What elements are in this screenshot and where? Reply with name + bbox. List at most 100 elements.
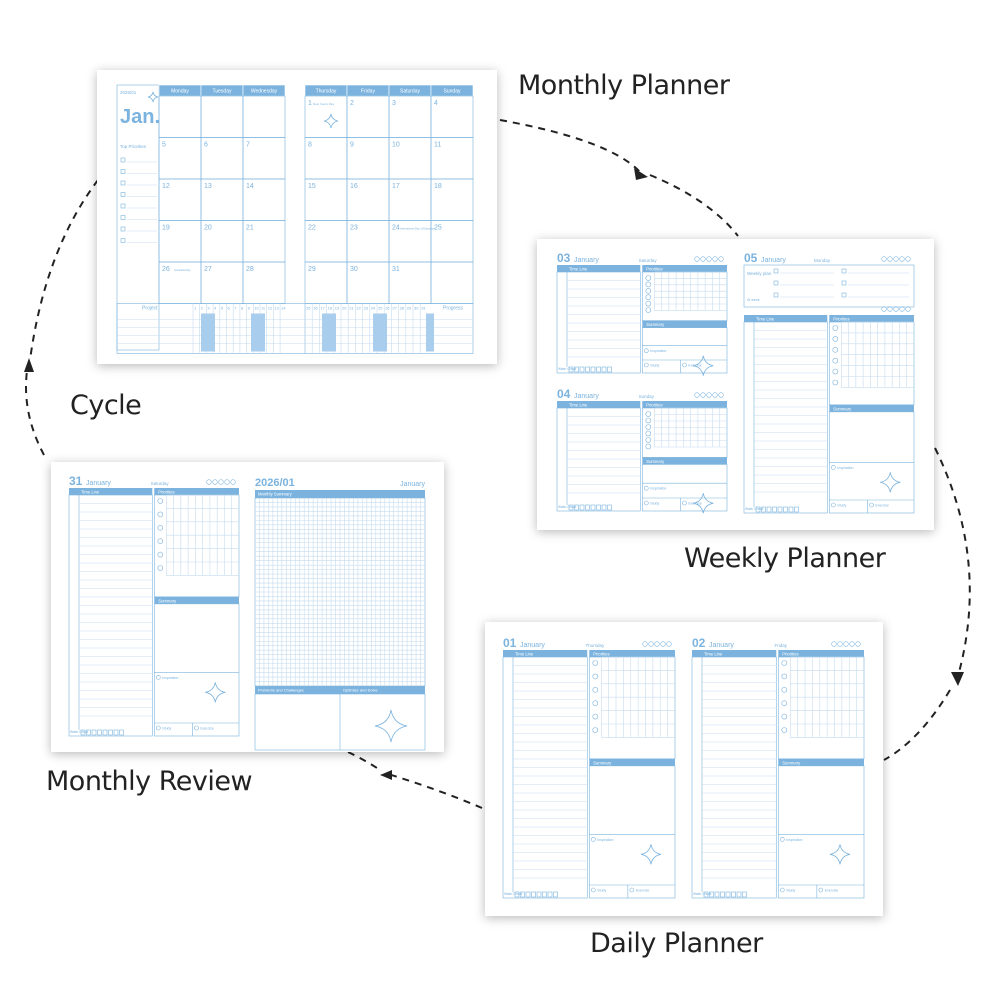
review-day-31-summary-title: Summary xyxy=(158,598,177,603)
monthly-progress-bar xyxy=(373,313,387,352)
review-day-31-mood-icon xyxy=(206,479,212,485)
monthly-scale-num: 19 xyxy=(335,306,340,311)
daily-day-01-water-cup xyxy=(553,891,558,898)
daily-day-02-water-cup xyxy=(736,891,742,898)
weekly-day-03-exercise-label: Exercise xyxy=(688,364,701,368)
weekly-p3-body-priority-check xyxy=(832,379,839,386)
weekly-day-03-priority-check xyxy=(645,300,652,307)
weekly-p3-body-water-cup xyxy=(755,506,761,513)
review-day-31-water-label: Water Check xyxy=(70,730,89,734)
review-summary-header xyxy=(255,490,425,498)
monthly-priority-box xyxy=(120,192,126,197)
monthly-date-num: 5 xyxy=(162,142,166,149)
label-daily-planner: Daily Planner xyxy=(590,928,763,959)
monthly-date-num: 11 xyxy=(434,142,441,149)
monthly-date-num: 18 xyxy=(434,183,442,190)
weekly-day-04-mood-icon xyxy=(712,392,718,398)
weekly-p3-body-inspiration-icon xyxy=(830,465,836,470)
daily-day-01-priorities-header xyxy=(589,650,675,657)
weekly-plan-check xyxy=(841,280,847,286)
label-weekly-planner: Weekly Planner xyxy=(684,543,886,574)
monthly-date-num: 15 xyxy=(308,183,316,190)
weekly-day-04-summary-box xyxy=(642,464,728,512)
weekly-p3-body-priorities-title: Priorities xyxy=(833,317,849,322)
monthly-scale-num: 22 xyxy=(356,306,361,311)
weekly-p3-body-mood-icon xyxy=(893,306,899,312)
arrowhead-weekly xyxy=(634,168,648,180)
monthly-date-num: 25 xyxy=(434,225,442,232)
daily-day-02-water-label: Water Check xyxy=(693,892,712,896)
review-day-31-exercise-icon xyxy=(194,725,199,731)
weekly-day-04-exercise-label: Exercise xyxy=(688,502,701,506)
weekly-day-03-priority-check xyxy=(645,275,652,281)
monthly-scale-num: 27 xyxy=(392,306,397,311)
daily-day-01-day-num: 01 xyxy=(503,636,517,650)
monthly-firework-icon xyxy=(323,113,339,129)
monthly-date-num: 10 xyxy=(392,142,400,149)
weekly-day-03-mood-icon xyxy=(706,256,712,262)
arrowhead-daily xyxy=(951,672,964,686)
weekly-day-04-mood-icon xyxy=(718,392,724,398)
daily-day-01-summary-box xyxy=(588,765,676,899)
monthly-scale-num: 9 xyxy=(248,306,251,311)
daily-day-01-weekday: Thursday xyxy=(586,643,606,648)
weekly-p3-body-mood-icon xyxy=(887,306,893,312)
daily-day-01-summary-header xyxy=(589,758,675,766)
weekly-day-03-study-label: Study xyxy=(650,364,659,368)
monthly-day-name: Sunday xyxy=(444,89,461,95)
weekly-day-04-priorities-header xyxy=(642,401,727,408)
daily-day-01-mood-icon xyxy=(654,641,660,647)
monthly-scale-num: 15 xyxy=(306,306,311,311)
monthly-scale-num: 16 xyxy=(313,306,318,311)
daily-day-02-water-cup xyxy=(709,891,714,898)
weekly-plan-check xyxy=(841,268,847,274)
arrow-monthly-to-weekly xyxy=(499,119,641,173)
monthly-progress-bar xyxy=(201,313,215,352)
review-day-31-inspiration-icon xyxy=(156,675,161,680)
weekly-p3-body-water-cup xyxy=(794,506,799,513)
daily-day-02-mood-icon xyxy=(831,641,837,647)
monthly-scale-num: 6 xyxy=(228,306,231,311)
review-day-31-priority-check xyxy=(157,538,164,544)
review-day-31-summary-header xyxy=(154,596,239,604)
weekly-p3-mood-icon xyxy=(905,256,911,262)
weekly-p3-body-water-cup xyxy=(772,506,777,513)
monthly-date-num: 28 xyxy=(246,266,254,273)
monthly-date-num: 21 xyxy=(246,225,254,232)
weekly-day-04-inspiration-icon xyxy=(644,485,649,491)
review-sparkle-icon xyxy=(374,709,408,743)
arrow-weekly-left xyxy=(649,174,739,237)
daily-day-01-mood-icon xyxy=(642,641,648,647)
review-day-31-weekday: Saturday xyxy=(151,481,170,486)
daily-day-01-mood-icon xyxy=(666,641,672,647)
monthly-date-num: 20 xyxy=(204,225,212,232)
daily-day-01-timeline-box xyxy=(502,656,588,899)
weekly-p3-body-water-label: Water Check xyxy=(745,507,764,511)
monthly-date-cell xyxy=(430,261,474,304)
weekly-day-04-month: January xyxy=(574,393,599,400)
monthly-date-num: 26 xyxy=(162,266,170,273)
weekly-day-03-water-cup xyxy=(568,366,574,373)
daily-day-02-water-cup xyxy=(725,891,731,898)
monthly-date-num: 31 xyxy=(392,266,400,273)
weekly-p3-body-sparkle-icon xyxy=(880,472,901,493)
monthly-holiday-australia: Australia Day xyxy=(174,268,191,272)
daily-day-02-mood-icon xyxy=(843,641,849,647)
monthly-scale-num: 11 xyxy=(261,306,266,311)
daily-day-02-priority-check xyxy=(781,713,788,720)
daily-day-01-timeline-title: Time Line xyxy=(515,652,534,657)
weekly-day-04-priority-check xyxy=(645,437,652,443)
daily-day-02-sparkle-icon xyxy=(829,844,851,865)
weekly-day-04-water-cup xyxy=(585,504,590,511)
daily-day-02-inspiration-icon xyxy=(779,837,785,842)
monthly-scale-num: 18 xyxy=(328,306,333,311)
monthly-scale-num: 30 xyxy=(414,306,419,311)
weekly-day-03-water-cup xyxy=(574,366,579,373)
weekly-day-03-mood-icon xyxy=(694,256,700,262)
daily-day-02-weekday: Friday xyxy=(775,643,788,648)
